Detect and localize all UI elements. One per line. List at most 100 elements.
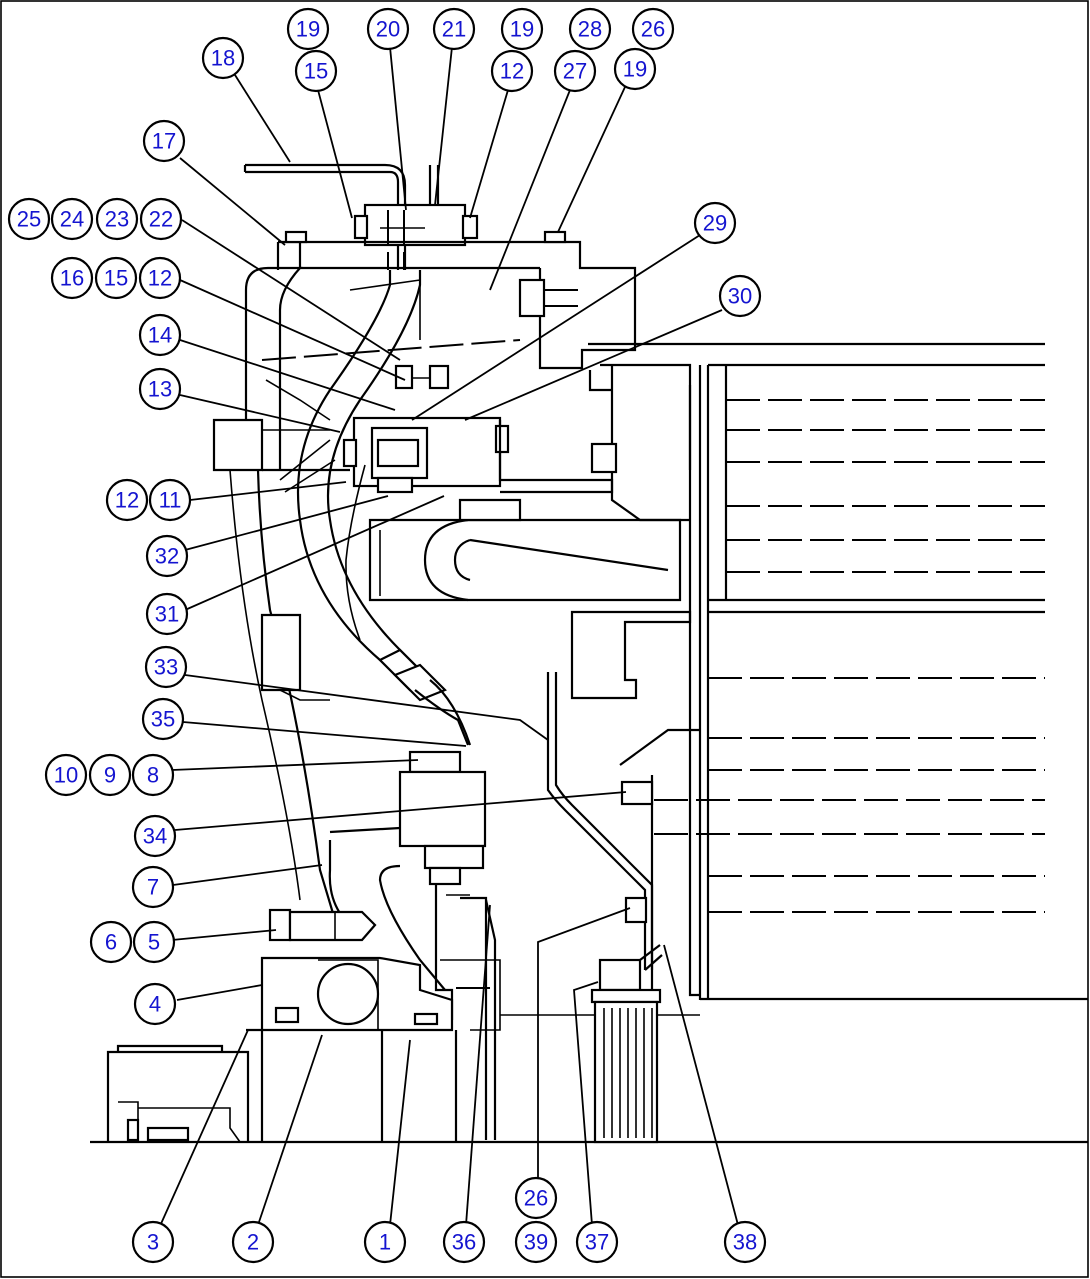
svg-text:38: 38: [733, 1230, 757, 1255]
callout-23: 23: [95, 197, 139, 241]
svg-text:36: 36: [452, 1230, 476, 1255]
lower-left-housing: [106, 1044, 250, 1143]
svg-text:30: 30: [728, 284, 752, 309]
callout-39: 39: [514, 1220, 558, 1264]
callout-12-top: 12: [490, 49, 534, 93]
leader-lines: [159, 46, 739, 1227]
svg-text:12: 12: [148, 266, 172, 291]
svg-text:8: 8: [147, 763, 159, 788]
svg-text:3: 3: [147, 1230, 159, 1255]
svg-text:15: 15: [104, 266, 128, 291]
svg-text:28: 28: [578, 17, 602, 42]
svg-text:2: 2: [247, 1230, 259, 1255]
base-bracket: [246, 908, 700, 1142]
callout-36: 36: [442, 1220, 486, 1264]
svg-text:11: 11: [159, 488, 182, 513]
svg-text:29: 29: [703, 211, 727, 236]
svg-text:5: 5: [148, 930, 160, 955]
svg-text:18: 18: [211, 46, 235, 71]
svg-text:6: 6: [105, 930, 117, 955]
svg-text:10: 10: [54, 763, 78, 788]
callout-6: 6: [89, 920, 133, 964]
callout-8: 8: [131, 753, 175, 797]
callout-20: 20: [366, 7, 410, 51]
svg-text:14: 14: [148, 323, 172, 348]
callout-24: 24: [50, 197, 94, 241]
callout-13: 13: [138, 367, 182, 411]
svg-text:15: 15: [304, 59, 328, 84]
callout-19-top-right: 19: [613, 47, 657, 91]
filter-element: [590, 944, 663, 1144]
svg-text:17: 17: [152, 129, 176, 154]
callout-1: 1: [363, 1220, 407, 1264]
svg-text:7: 7: [147, 875, 159, 900]
fan-shroud: [546, 672, 654, 970]
callout-10: 10: [44, 753, 88, 797]
top-plate-assembly: [243, 163, 637, 370]
callout-37: 37: [575, 1220, 619, 1264]
svg-text:20: 20: [376, 17, 400, 42]
u-bracket: [368, 498, 682, 602]
callout-26-bottom: 26: [514, 1176, 558, 1220]
callout-15-top: 15: [294, 49, 338, 93]
svg-text:23: 23: [105, 207, 129, 232]
callout-26-top: 26: [631, 7, 675, 51]
callout-17: 17: [142, 119, 186, 163]
callout-16: 16: [50, 256, 94, 300]
svg-text:12: 12: [115, 488, 139, 513]
callout-31: 31: [145, 592, 189, 636]
svg-text:32: 32: [155, 544, 179, 569]
callout-35: 35: [141, 697, 185, 741]
svg-text:12: 12: [500, 59, 524, 84]
svg-text:13: 13: [148, 377, 172, 402]
callout-34: 34: [133, 814, 177, 858]
callout-21: 21: [432, 7, 476, 51]
callout-19-top-mid: 19: [500, 7, 544, 51]
callout-33: 33: [144, 645, 188, 689]
callout-12-mid: 12: [138, 256, 182, 300]
callout-19-top-left: 19: [286, 7, 330, 51]
callout-2: 2: [231, 1220, 275, 1264]
svg-text:16: 16: [60, 266, 84, 291]
svg-text:19: 19: [510, 17, 534, 42]
callout-29: 29: [693, 201, 737, 245]
svg-text:25: 25: [17, 207, 41, 232]
callout-38: 38: [723, 1220, 767, 1264]
svg-text:19: 19: [296, 17, 320, 42]
callout-28: 28: [568, 7, 612, 51]
svg-text:1: 1: [379, 1230, 391, 1255]
svg-text:21: 21: [442, 17, 466, 42]
svg-text:26: 26: [641, 17, 665, 42]
callout-11: 11: [148, 478, 192, 522]
svg-text:19: 19: [623, 57, 647, 82]
svg-text:31: 31: [155, 602, 179, 627]
svg-text:37: 37: [585, 1230, 609, 1255]
callout-4: 4: [133, 982, 177, 1026]
callout-18: 18: [201, 36, 245, 80]
svg-text:35: 35: [151, 707, 175, 732]
svg-text:24: 24: [60, 207, 84, 232]
svg-text:39: 39: [524, 1230, 548, 1255]
radiator-assembly: [570, 342, 1088, 1001]
callout-7: 7: [131, 865, 175, 909]
svg-text:34: 34: [143, 824, 167, 849]
callout-12-lower: 12: [105, 478, 149, 522]
left-housing: [212, 266, 521, 493]
callout-15-mid: 15: [94, 256, 138, 300]
svg-text:33: 33: [154, 655, 178, 680]
callout-22: 22: [139, 197, 183, 241]
callout-30: 30: [718, 274, 762, 318]
callout-27: 27: [553, 49, 597, 93]
svg-text:9: 9: [104, 763, 116, 788]
svg-text:4: 4: [149, 992, 161, 1017]
svg-text:22: 22: [149, 207, 173, 232]
callout-5: 5: [132, 920, 176, 964]
callout-25: 25: [7, 197, 51, 241]
svg-text:27: 27: [563, 59, 587, 84]
callout-14: 14: [138, 313, 182, 357]
callout-3: 3: [131, 1220, 175, 1264]
callout-32: 32: [145, 534, 189, 578]
